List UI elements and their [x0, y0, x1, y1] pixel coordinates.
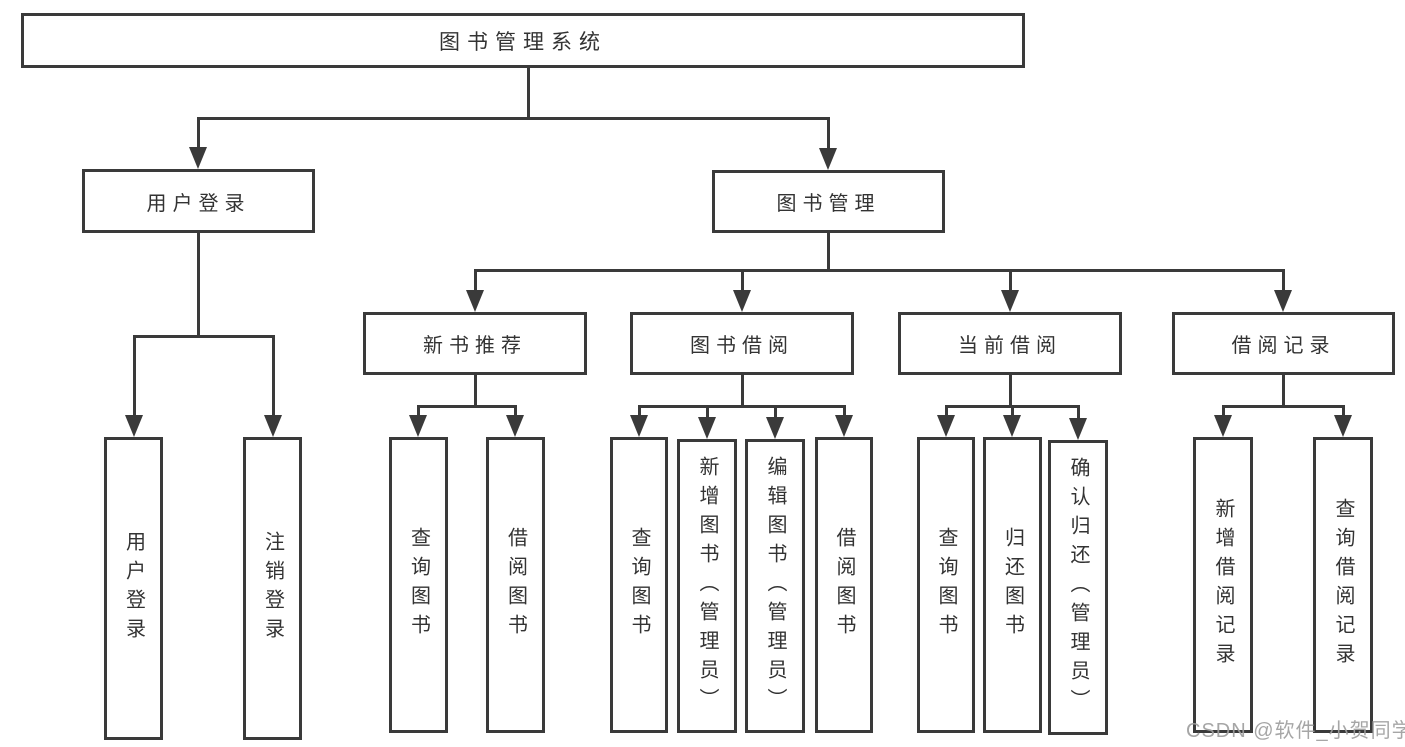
leaf-add-borrow-record-box: 新增借阅记录 [1193, 437, 1253, 733]
connector-line [1281, 375, 1285, 406]
leaf-query-borrow-record-box: 查询借阅记录 [1313, 437, 1373, 733]
connector-line [473, 270, 477, 294]
leaf-logout-label: 注销登录 [261, 530, 284, 647]
new-book-recommend-label: 新书推荐 [423, 335, 527, 357]
arrow-down-icon [1003, 415, 1021, 437]
leaf-add-books-admin-box: 新增图书（管理员） [677, 439, 737, 733]
connector-line [196, 118, 200, 151]
root-label: 图书管理系统 [439, 30, 607, 54]
leaf-query-books-recommend-label: 查询图书 [407, 527, 430, 643]
arrow-down-icon [766, 417, 784, 439]
arrow-down-icon [1069, 418, 1087, 440]
connector-line [1341, 406, 1345, 419]
connector-line [705, 406, 709, 421]
leaf-borrow-books-borrowing-box: 借阅图书 [815, 437, 873, 733]
connector-line [826, 118, 830, 152]
new-book-recommend-box: 新书推荐 [363, 312, 587, 375]
arrow-down-icon [733, 290, 751, 312]
arrow-down-icon [630, 415, 648, 437]
current-borrowing-box: 当前借阅 [898, 312, 1122, 375]
root-box: 图书管理系统 [21, 13, 1025, 68]
connector-line [473, 375, 477, 406]
arrow-down-icon [409, 415, 427, 437]
leaf-query-books-current-box: 查询图书 [917, 437, 975, 733]
arrow-down-icon [1274, 290, 1292, 312]
connector-line [842, 406, 846, 419]
leaf-edit-books-admin-label: 编辑图书（管理员） [764, 455, 786, 717]
user-login-label: 用户登录 [146, 192, 251, 215]
connector-line [416, 406, 420, 419]
leaf-add-books-admin-label: 新增图书（管理员） [696, 455, 718, 717]
leaf-add-borrow-record-label: 新增借阅记录 [1212, 498, 1234, 672]
leaf-borrow-books-recommend-label: 借阅图书 [504, 527, 527, 643]
arrow-down-icon [264, 415, 282, 437]
borrowing-records-box: 借阅记录 [1172, 312, 1395, 375]
connector-line [1008, 270, 1012, 294]
leaf-return-books-box: 归还图书 [983, 437, 1042, 733]
connector-line [271, 336, 275, 419]
leaf-query-books-borrowing-label: 查询图书 [628, 527, 650, 643]
leaf-query-borrow-record-label: 查询借阅记录 [1332, 498, 1354, 672]
leaf-return-books-label: 归还图书 [1001, 527, 1024, 643]
connector-line [1281, 270, 1285, 294]
connector-line [1221, 404, 1345, 408]
book-management-label: 图书管理 [776, 193, 881, 215]
arrow-down-icon [1334, 415, 1352, 437]
connector-line [526, 68, 530, 118]
leaf-user-login-label: 用户登录 [122, 530, 145, 647]
leaf-query-books-current-label: 查询图书 [935, 527, 957, 643]
leaf-edit-books-admin-box: 编辑图书（管理员） [745, 439, 805, 733]
arrow-down-icon [1214, 415, 1232, 437]
connector-line [1076, 406, 1080, 422]
connector-line [944, 406, 948, 419]
arrow-down-icon [506, 415, 524, 437]
arrow-down-icon [819, 148, 837, 170]
connector-line [1221, 406, 1225, 419]
connector-line [132, 336, 136, 419]
connector-line [637, 406, 641, 419]
user-login-box: 用户登录 [82, 169, 315, 233]
connector-line [513, 406, 517, 419]
connector-line [1008, 375, 1012, 406]
connector-line [473, 268, 1285, 272]
leaf-borrow-books-borrowing-label: 借阅图书 [833, 527, 855, 643]
leaf-user-login-box: 用户登录 [104, 437, 163, 740]
leaf-query-books-recommend-box: 查询图书 [389, 437, 448, 733]
leaf-confirm-return-admin-box: 确认归还（管理员） [1048, 440, 1108, 735]
watermark: CSDN @软件_小贺同学 [1186, 720, 1405, 742]
current-borrowing-label: 当前借阅 [958, 335, 1062, 357]
connector-line [132, 334, 275, 338]
connector-line [196, 233, 200, 336]
borrowing-records-label: 借阅记录 [1231, 335, 1336, 357]
connector-line [773, 406, 777, 421]
connector-line [196, 116, 830, 120]
connector-line [1010, 406, 1014, 419]
leaf-confirm-return-admin-label: 确认归还（管理员） [1067, 457, 1089, 718]
leaf-borrow-books-recommend-box: 借阅图书 [486, 437, 545, 733]
connector-line [740, 375, 744, 406]
connector-line [740, 270, 744, 294]
leaf-query-books-borrowing-box: 查询图书 [610, 437, 668, 733]
arrow-down-icon [835, 415, 853, 437]
leaf-logout-box: 注销登录 [243, 437, 302, 740]
book-borrowing-box: 图书借阅 [630, 312, 854, 375]
arrow-down-icon [698, 417, 716, 439]
connector-line [416, 404, 517, 408]
connector-line [826, 233, 830, 270]
book-management-box: 图书管理 [712, 170, 945, 233]
arrow-down-icon [937, 415, 955, 437]
arrow-down-icon [466, 290, 484, 312]
arrow-down-icon [125, 415, 143, 437]
arrow-down-icon [189, 147, 207, 169]
arrow-down-icon [1001, 290, 1019, 312]
connector-line [637, 404, 846, 408]
book-borrowing-label: 图书借阅 [690, 335, 794, 357]
